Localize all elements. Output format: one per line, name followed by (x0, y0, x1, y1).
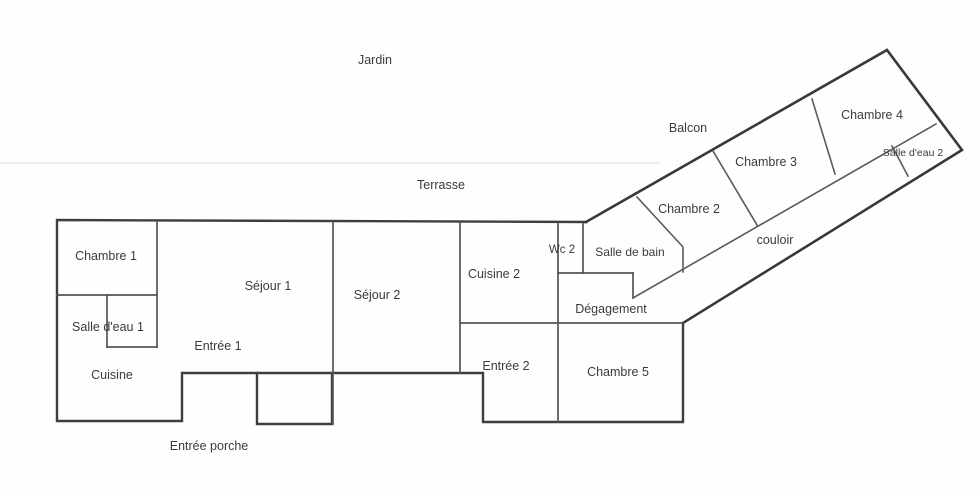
label-entree1: Entrée 1 (194, 339, 241, 353)
main-building-interior-walls (56, 219, 684, 425)
label-salle-eau2: Salle d'eau 2 (883, 147, 944, 159)
main-building-outer-walls (55, 218, 685, 426)
label-sejour2: Séjour 2 (354, 288, 401, 302)
label-chambre5: Chambre 5 (587, 365, 649, 379)
label-chambre3: Chambre 3 (735, 155, 797, 169)
label-entree2: Entrée 2 (482, 359, 529, 373)
label-salle-de-bain: Salle de bain (595, 245, 664, 259)
wing-outer-walls (584, 48, 964, 325)
label-cuisine: Cuisine (91, 368, 133, 382)
label-entree-porche: Entrée porche (170, 439, 249, 453)
label-cuisine2: Cuisine 2 (468, 267, 520, 281)
label-terrasse: Terrasse (417, 178, 465, 192)
room-labels: Jardin Terrasse Chambre 1 Séjour 1 Salle… (72, 53, 943, 453)
label-jardin: Jardin (358, 53, 392, 67)
wing-interior-walls (631, 98, 938, 300)
label-degagement: Dégagement (575, 302, 647, 316)
label-sejour1: Séjour 1 (245, 279, 292, 293)
label-wc2: Wc 2 (549, 244, 575, 256)
label-chambre2: Chambre 2 (658, 202, 720, 216)
label-chambre4: Chambre 4 (841, 108, 903, 122)
label-salle-eau1: Salle d'eau 1 (72, 320, 144, 334)
label-couloir: couloir (757, 233, 794, 247)
label-balcon: Balcon (669, 121, 707, 135)
label-chambre1: Chambre 1 (75, 249, 137, 263)
